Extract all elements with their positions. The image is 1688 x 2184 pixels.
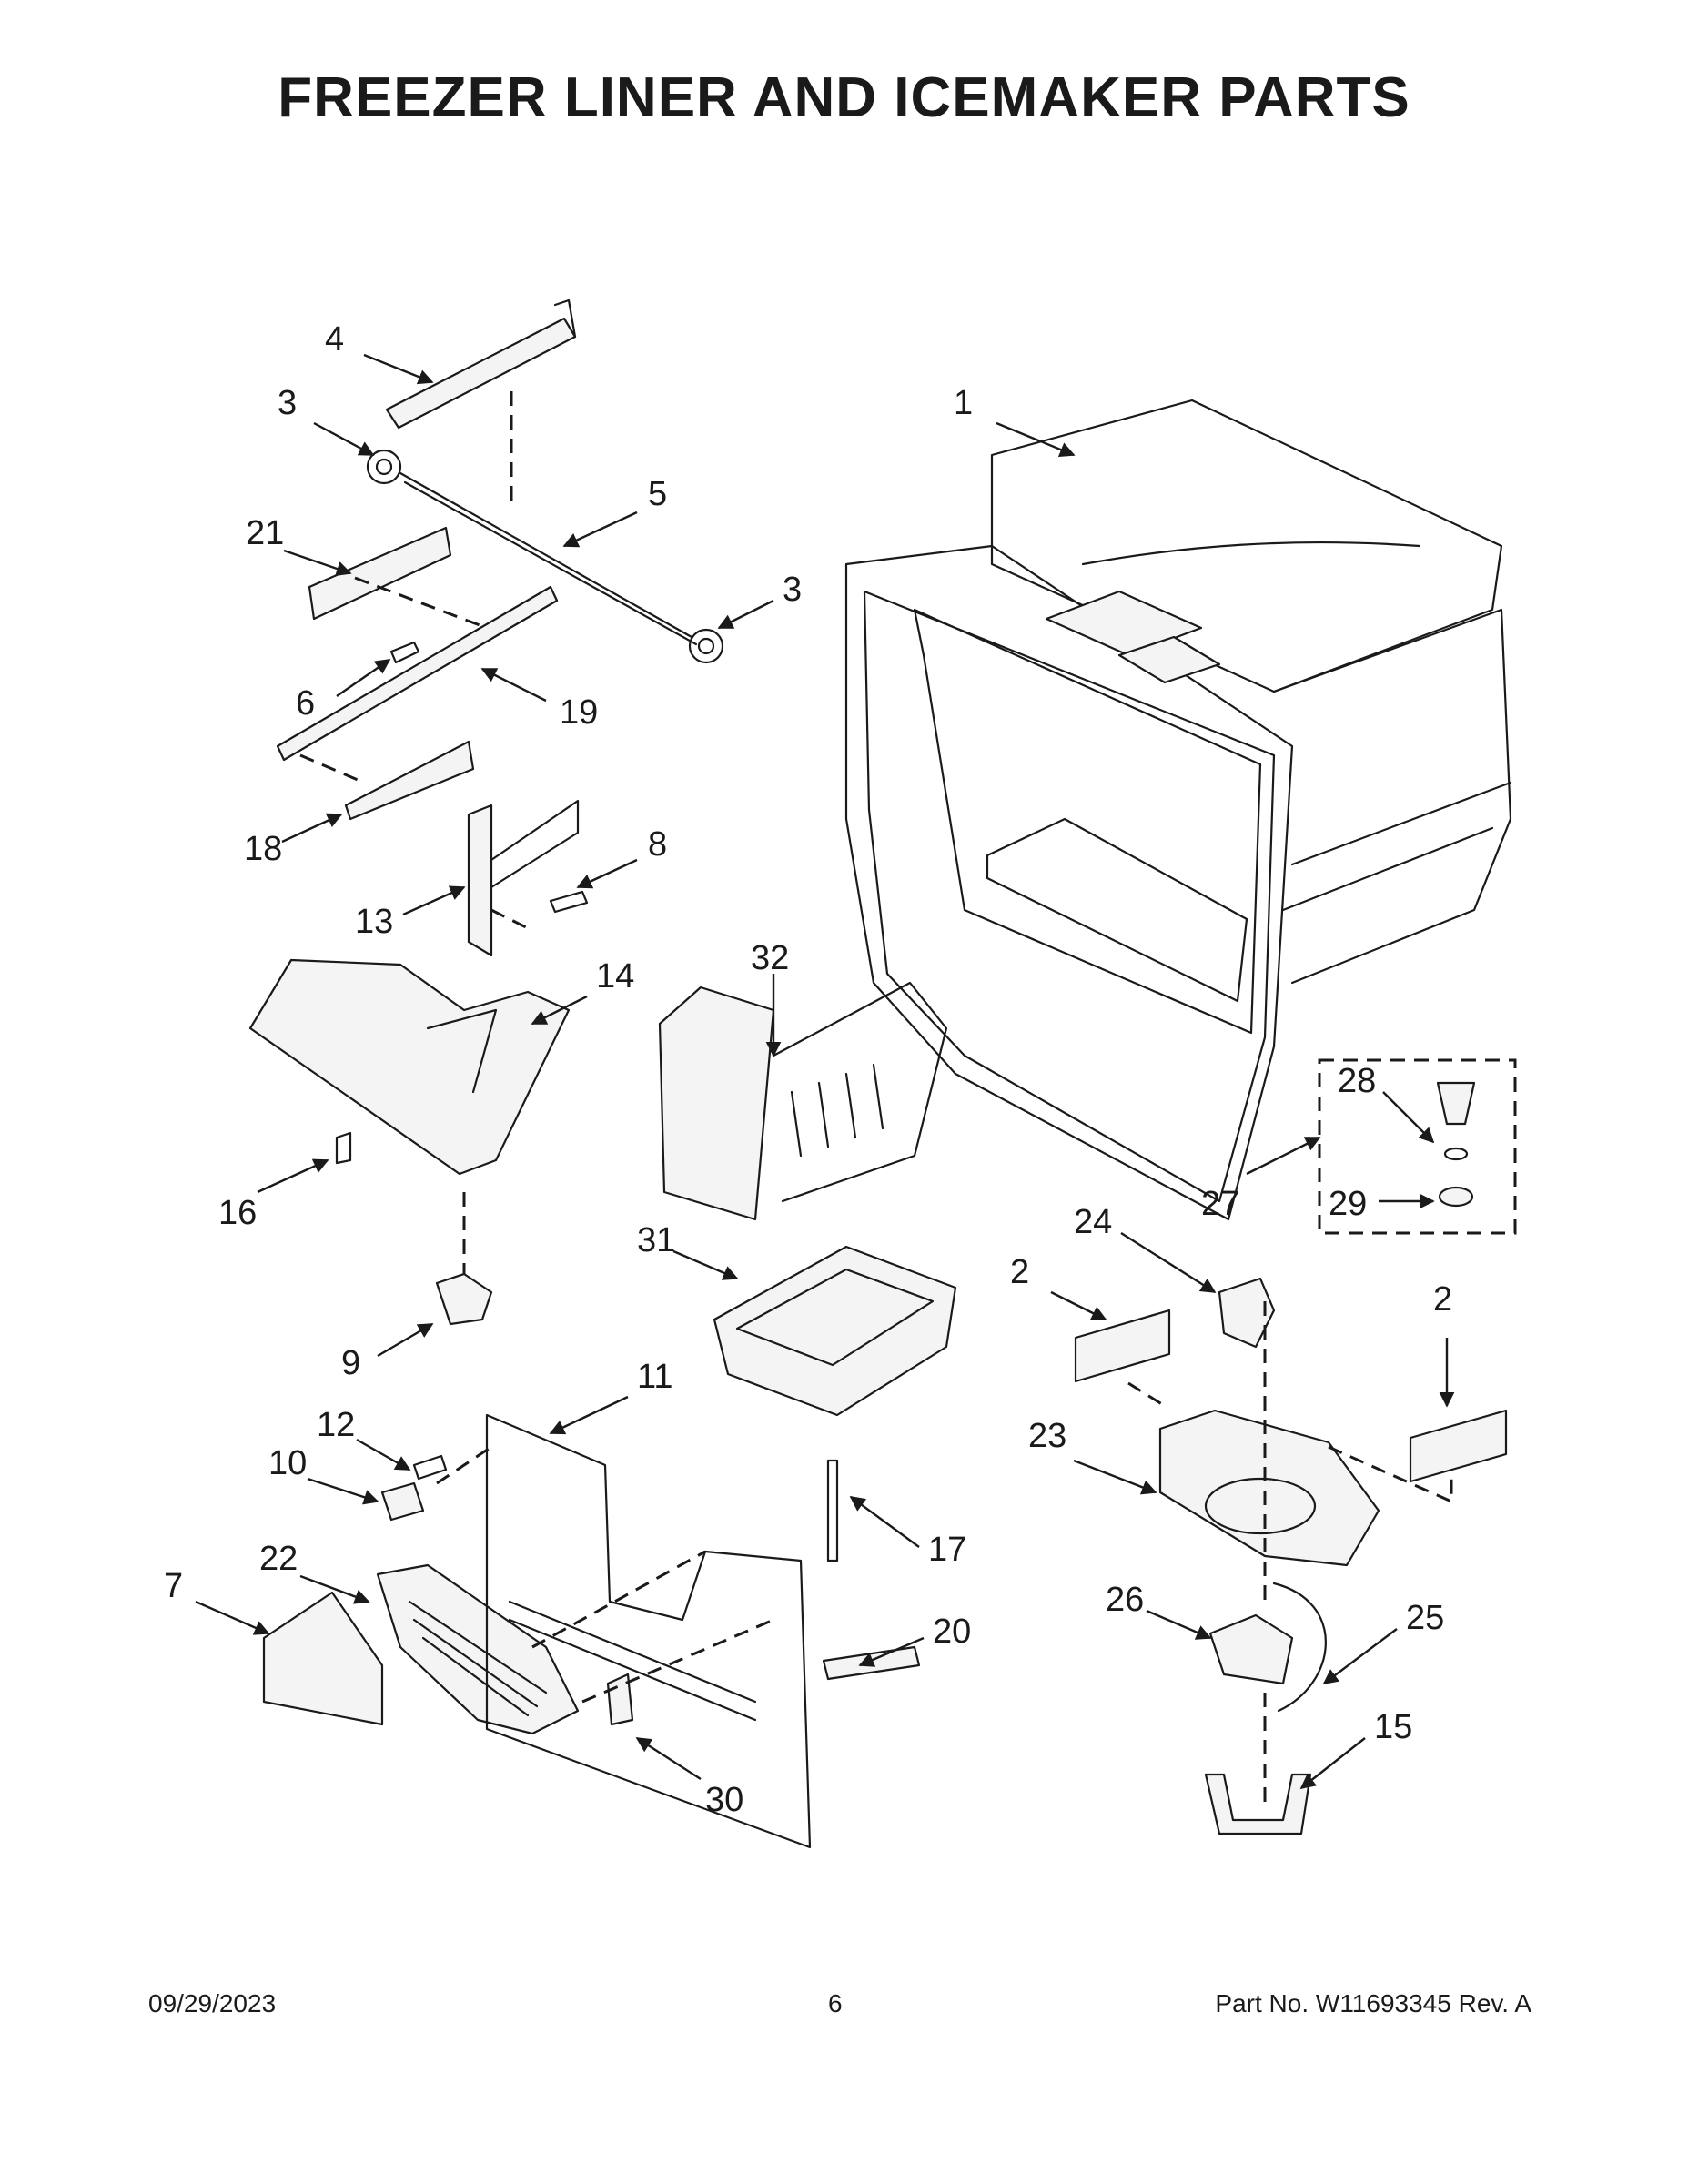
callout-32: 32	[751, 939, 789, 977]
callout-31: 31	[637, 1221, 675, 1259]
callout-19: 19	[560, 693, 598, 732]
callout-10: 10	[268, 1444, 307, 1482]
part-grille-22	[376, 1563, 580, 1735]
part-switch-16	[335, 1131, 352, 1165]
part-gear-3b	[688, 628, 724, 664]
callout-4: 4	[325, 320, 344, 359]
callout-27: 27	[1201, 1185, 1239, 1223]
footer-part-number: Part No. W11693345 Rev. A	[1215, 1989, 1531, 2017]
footer-date: 09/29/2023	[148, 1989, 277, 2017]
part-icemaker-32	[658, 981, 948, 1221]
callout-8: 8	[648, 825, 667, 864]
callout-2b: 2	[1433, 1280, 1452, 1319]
part-bracket-10	[380, 1481, 425, 1522]
part-slide-18	[344, 740, 475, 821]
callout-14: 14	[596, 957, 634, 996]
part-motor-26	[1208, 1582, 1327, 1713]
part-pad-2a	[1074, 1309, 1171, 1383]
part-screw-8	[549, 890, 589, 914]
part-shroud-23	[1158, 1409, 1380, 1567]
callout-30: 30	[705, 1781, 743, 1819]
part-rail-4	[385, 298, 577, 430]
callout-9: 9	[341, 1344, 360, 1382]
footer-page-number: 6	[828, 1989, 843, 2017]
part-cover-7	[262, 1591, 384, 1726]
callout-15: 15	[1374, 1708, 1412, 1746]
callout-17: 17	[928, 1531, 966, 1569]
leader-arrows	[195, 353, 1455, 1790]
callout-12: 12	[317, 1406, 355, 1444]
callout-26: 26	[1106, 1581, 1144, 1619]
callout-23: 23	[1028, 1417, 1066, 1455]
callout-28: 28	[1338, 1062, 1376, 1100]
callout-6: 6	[296, 684, 315, 723]
part-shaft-5	[399, 471, 698, 646]
callout-16: 16	[218, 1194, 257, 1232]
callout-labels: 1 2 2 3 3 4 5 6 7 8 9 10 11 12 13 14 15 …	[164, 320, 1452, 1819]
part-ice-bin-31	[713, 1245, 957, 1417]
part-bracket-15	[1204, 1773, 1312, 1835]
callout-29: 29	[1329, 1185, 1367, 1223]
callout-1: 1	[954, 384, 973, 422]
callout-18: 18	[244, 830, 282, 868]
callout-11: 11	[637, 1358, 672, 1396]
callout-20: 20	[933, 1613, 971, 1651]
part-freezer-liner	[844, 399, 1512, 1221]
part-panel-11	[485, 1413, 812, 1849]
callout-3a: 3	[278, 384, 297, 422]
part-screw-6	[389, 641, 420, 664]
callout-21: 21	[246, 514, 284, 552]
assembly-lines	[299, 391, 1453, 1802]
part-gear-3a	[366, 449, 402, 485]
part-pad-2b	[1409, 1409, 1508, 1483]
callout-22: 22	[259, 1540, 298, 1578]
page-title: FREEZER LINER AND ICEMAKER PARTS	[278, 66, 1410, 129]
part-strip-20	[822, 1645, 921, 1681]
callout-24: 24	[1074, 1203, 1112, 1241]
part-slide-19	[276, 585, 559, 762]
part-bracket-21	[308, 526, 452, 621]
callout-3b: 3	[783, 571, 802, 609]
callout-5: 5	[648, 475, 667, 513]
part-bracket-13	[467, 799, 580, 957]
callout-2a: 2	[1010, 1253, 1029, 1291]
callout-7: 7	[164, 1567, 183, 1605]
part-housing-14	[248, 958, 571, 1176]
part-screw-12	[412, 1454, 448, 1481]
part-motor-9	[435, 1272, 493, 1326]
callout-25: 25	[1406, 1599, 1444, 1637]
callout-13: 13	[355, 903, 393, 941]
part-rod-17	[826, 1459, 839, 1562]
